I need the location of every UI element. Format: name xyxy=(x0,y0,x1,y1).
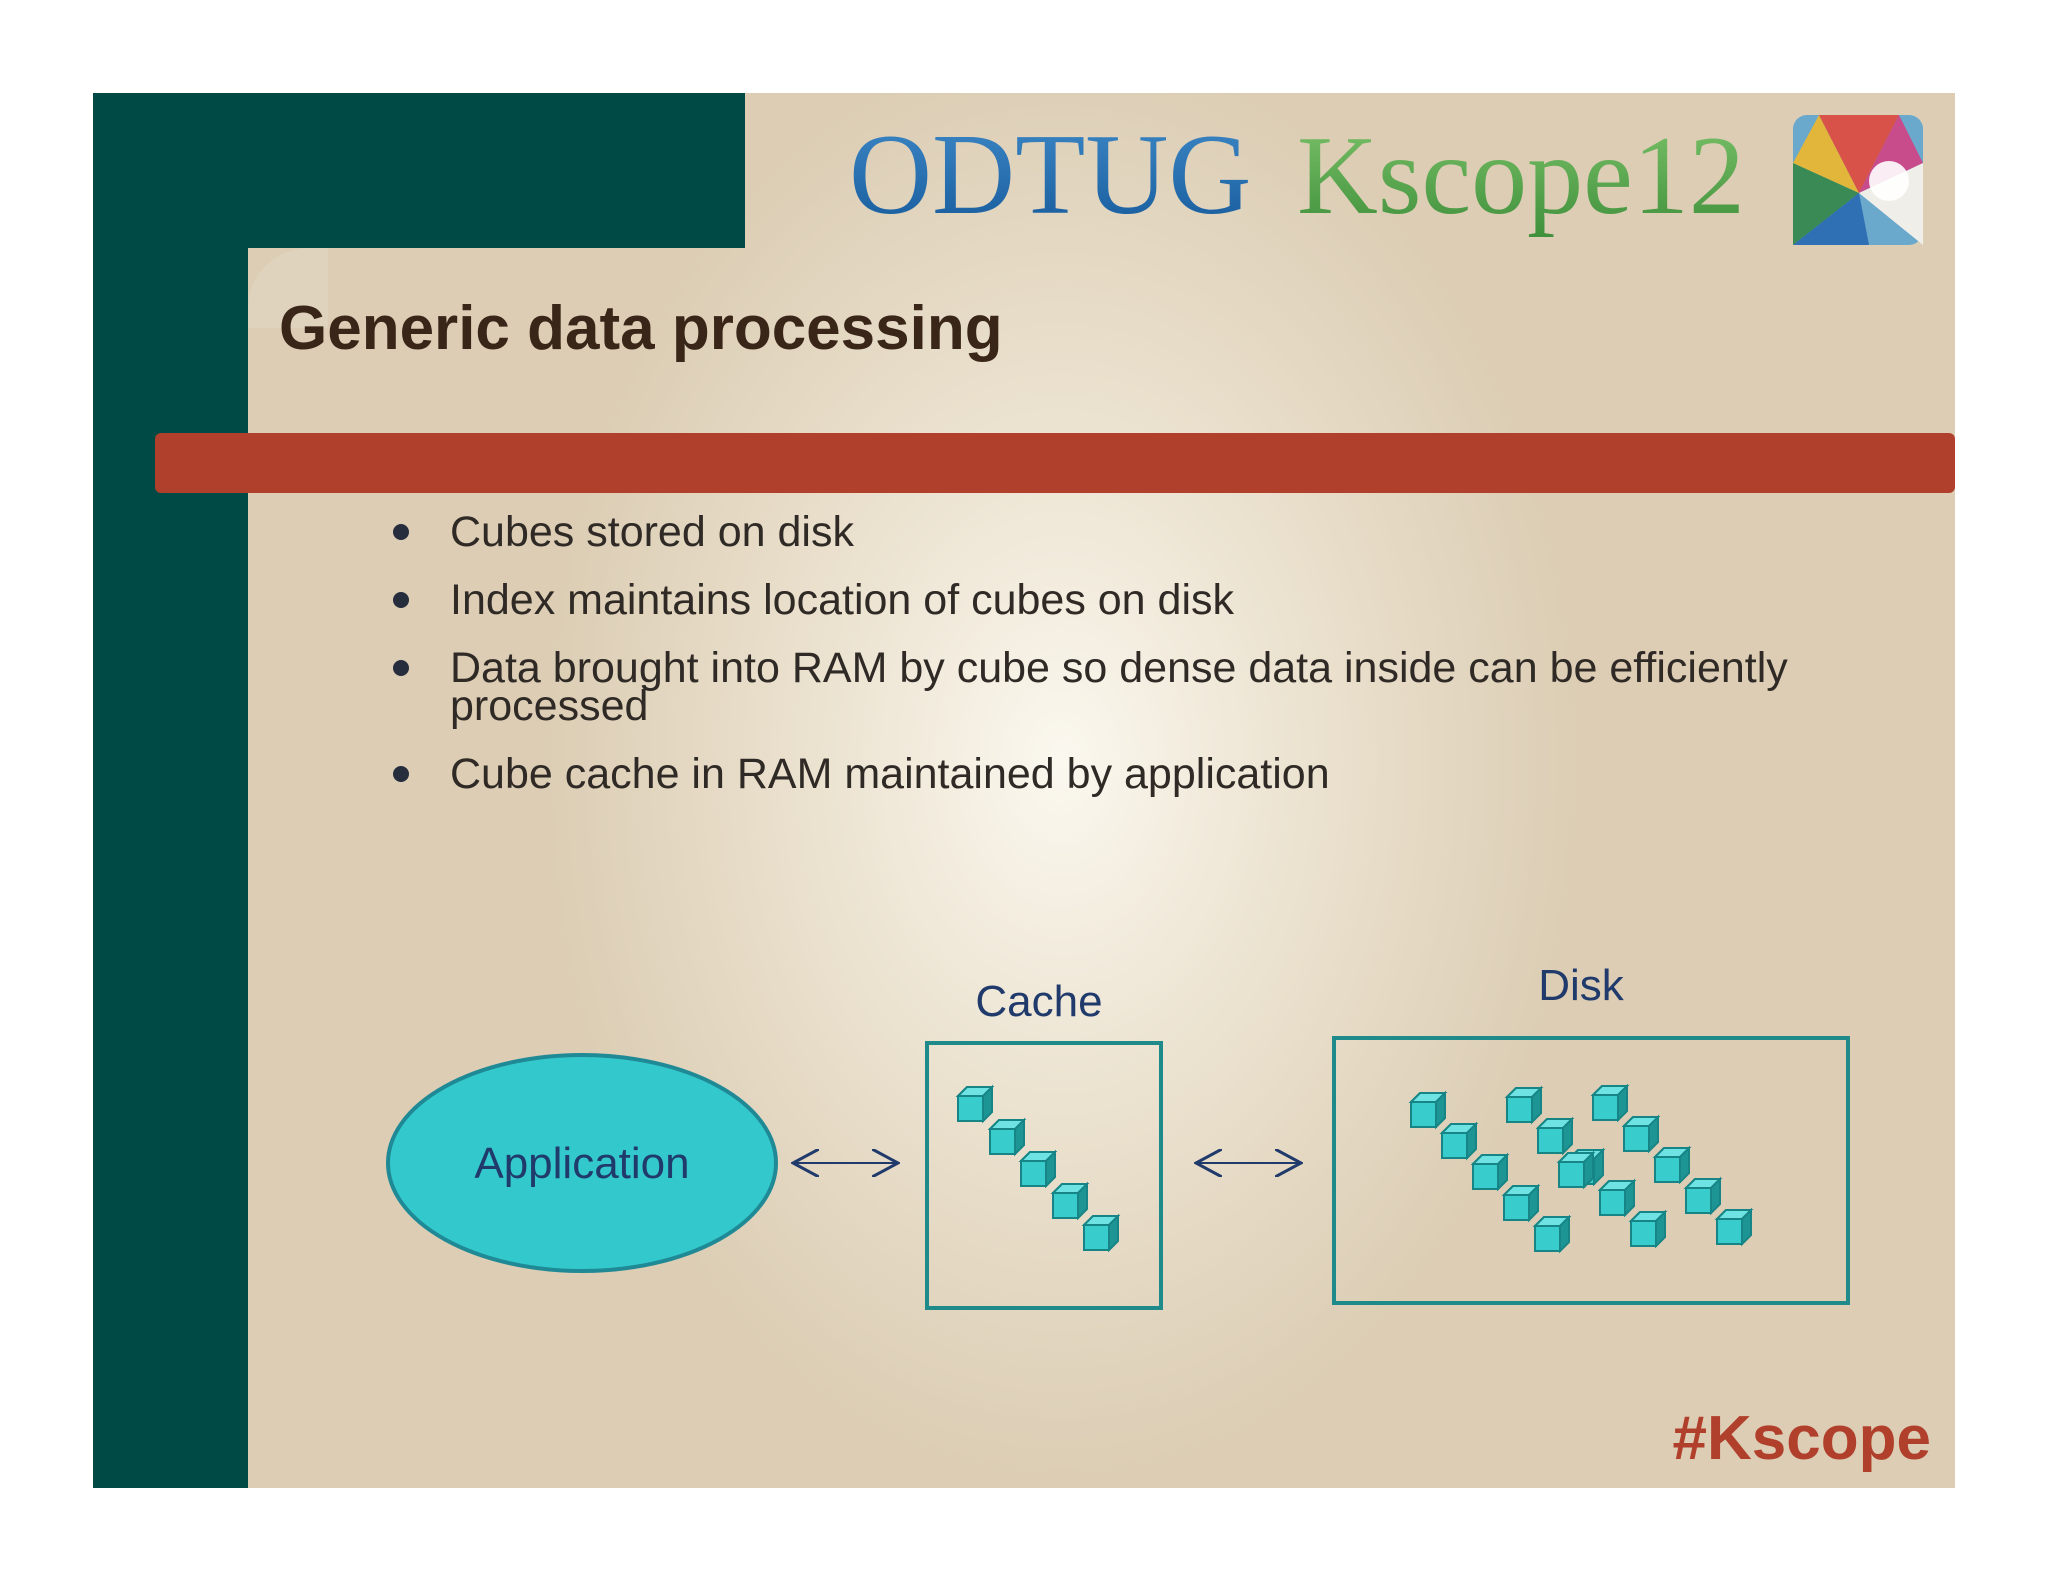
application-ellipse xyxy=(386,1053,778,1273)
disk-cubes xyxy=(1410,1085,1752,1252)
logo-odtug: ODTUG xyxy=(849,111,1251,238)
cache-cubes xyxy=(957,1086,1119,1251)
bullet-item: Data brought into RAM by cube so dense d… xyxy=(393,647,1793,728)
bullet-icon xyxy=(393,660,409,676)
bullet-item: Cube cache in RAM maintained by applicat… xyxy=(393,753,1793,796)
logo-kscope: Kscope12 xyxy=(1297,114,1745,238)
disk-box xyxy=(1332,1036,1850,1305)
cache-box xyxy=(925,1041,1163,1310)
sunburst-icon xyxy=(1793,115,1923,245)
top-teal-band xyxy=(93,93,745,248)
hashtag-label: #Kscope xyxy=(1672,1404,1931,1473)
bullet-icon xyxy=(393,592,409,608)
bullet-item: Cubes stored on disk xyxy=(393,511,1793,554)
left-teal-band xyxy=(93,93,248,1488)
disk-label: Disk xyxy=(1538,961,1625,1010)
slide: ODTUG Kscope12 Generic data processing C… xyxy=(93,93,1955,1488)
bullet-item: Index maintains location of cubes on dis… xyxy=(393,579,1793,622)
slide-title: Generic data processing xyxy=(279,294,1003,363)
title-divider-bar xyxy=(155,433,1955,493)
bullet-list: Cubes stored on disk Index maintains loc… xyxy=(393,511,1793,823)
cache-diagram: Application Cache Disk xyxy=(386,961,1850,1310)
kscope12-logo: ODTUG Kscope12 xyxy=(849,111,1923,245)
application-label: Application xyxy=(474,1139,689,1188)
bullet-icon xyxy=(393,766,409,782)
cache-label: Cache xyxy=(975,977,1102,1026)
bullet-icon xyxy=(393,524,409,540)
